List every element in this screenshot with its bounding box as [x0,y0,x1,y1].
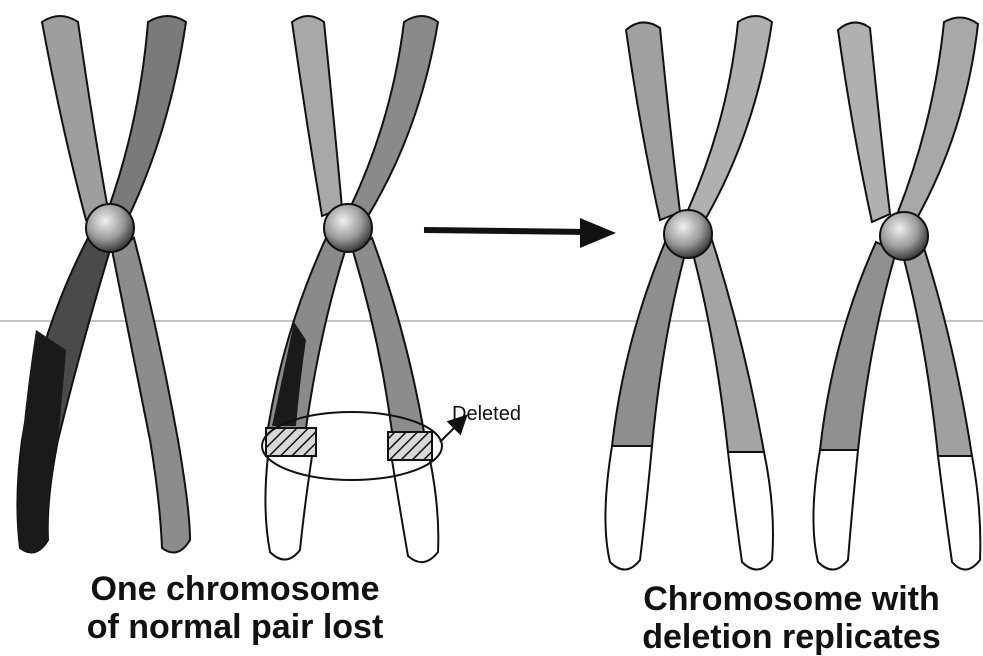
chromosome-3-lower-right-arm [692,240,764,452]
chromosome-2-right-hatched-segment [388,432,432,460]
chromosome-2-lower-right-arm [352,238,424,432]
chromosome-2-centromere [324,204,372,252]
caption-left-line-2: of normal pair lost [40,608,430,646]
chromosome-1-upper-left-arm [42,16,108,220]
chromosome-3-upper-left-arm [626,22,680,220]
chromosome-2-with-deletion [262,16,442,562]
chromosome-2-upper-left-arm [292,16,342,216]
chromosome-1-normal [17,16,190,553]
chromosome-1-lower-right-arm [112,238,190,553]
chromosome-4-left-white-tip [813,450,858,570]
chromosome-4-replicated [813,17,980,569]
caption-right-line-1: Chromosome with [600,580,983,618]
chromosome-3-upper-right-arm [688,16,772,218]
chromosome-1-upper-right-arm [108,16,186,218]
chromosome-3-replicated [605,16,773,570]
caption-left: One chromosome of normal pair lost [40,570,430,646]
chromosome-2-left-hatched-segment [266,428,316,456]
chromosome-2-upper-right-arm [350,16,438,216]
caption-right: Chromosome with deletion replicates [600,580,983,656]
deleted-label: Deleted [452,403,521,425]
chromosome-2-left-white-tip [265,456,312,560]
chromosome-3-lower-left-arm [612,240,686,446]
chromosome-4-upper-left-arm [838,22,890,222]
chromosome-3-left-white-tip [605,446,652,570]
chromosome-4-centromere [880,212,928,260]
chromosome-3-right-white-tip [728,452,773,570]
chromosome-4-lower-right-arm [902,242,972,456]
chromosome-4-upper-right-arm [898,17,978,220]
chromosome-4-right-white-tip [938,456,980,570]
chromosome-4-lower-left-arm [820,242,896,450]
caption-left-line-1: One chromosome [40,570,430,608]
chromosome-1-centromere [86,204,134,252]
chromosome-3-centromere [664,210,712,258]
caption-right-line-2: deletion replicates [600,618,983,656]
right-arrow-icon [424,218,616,248]
